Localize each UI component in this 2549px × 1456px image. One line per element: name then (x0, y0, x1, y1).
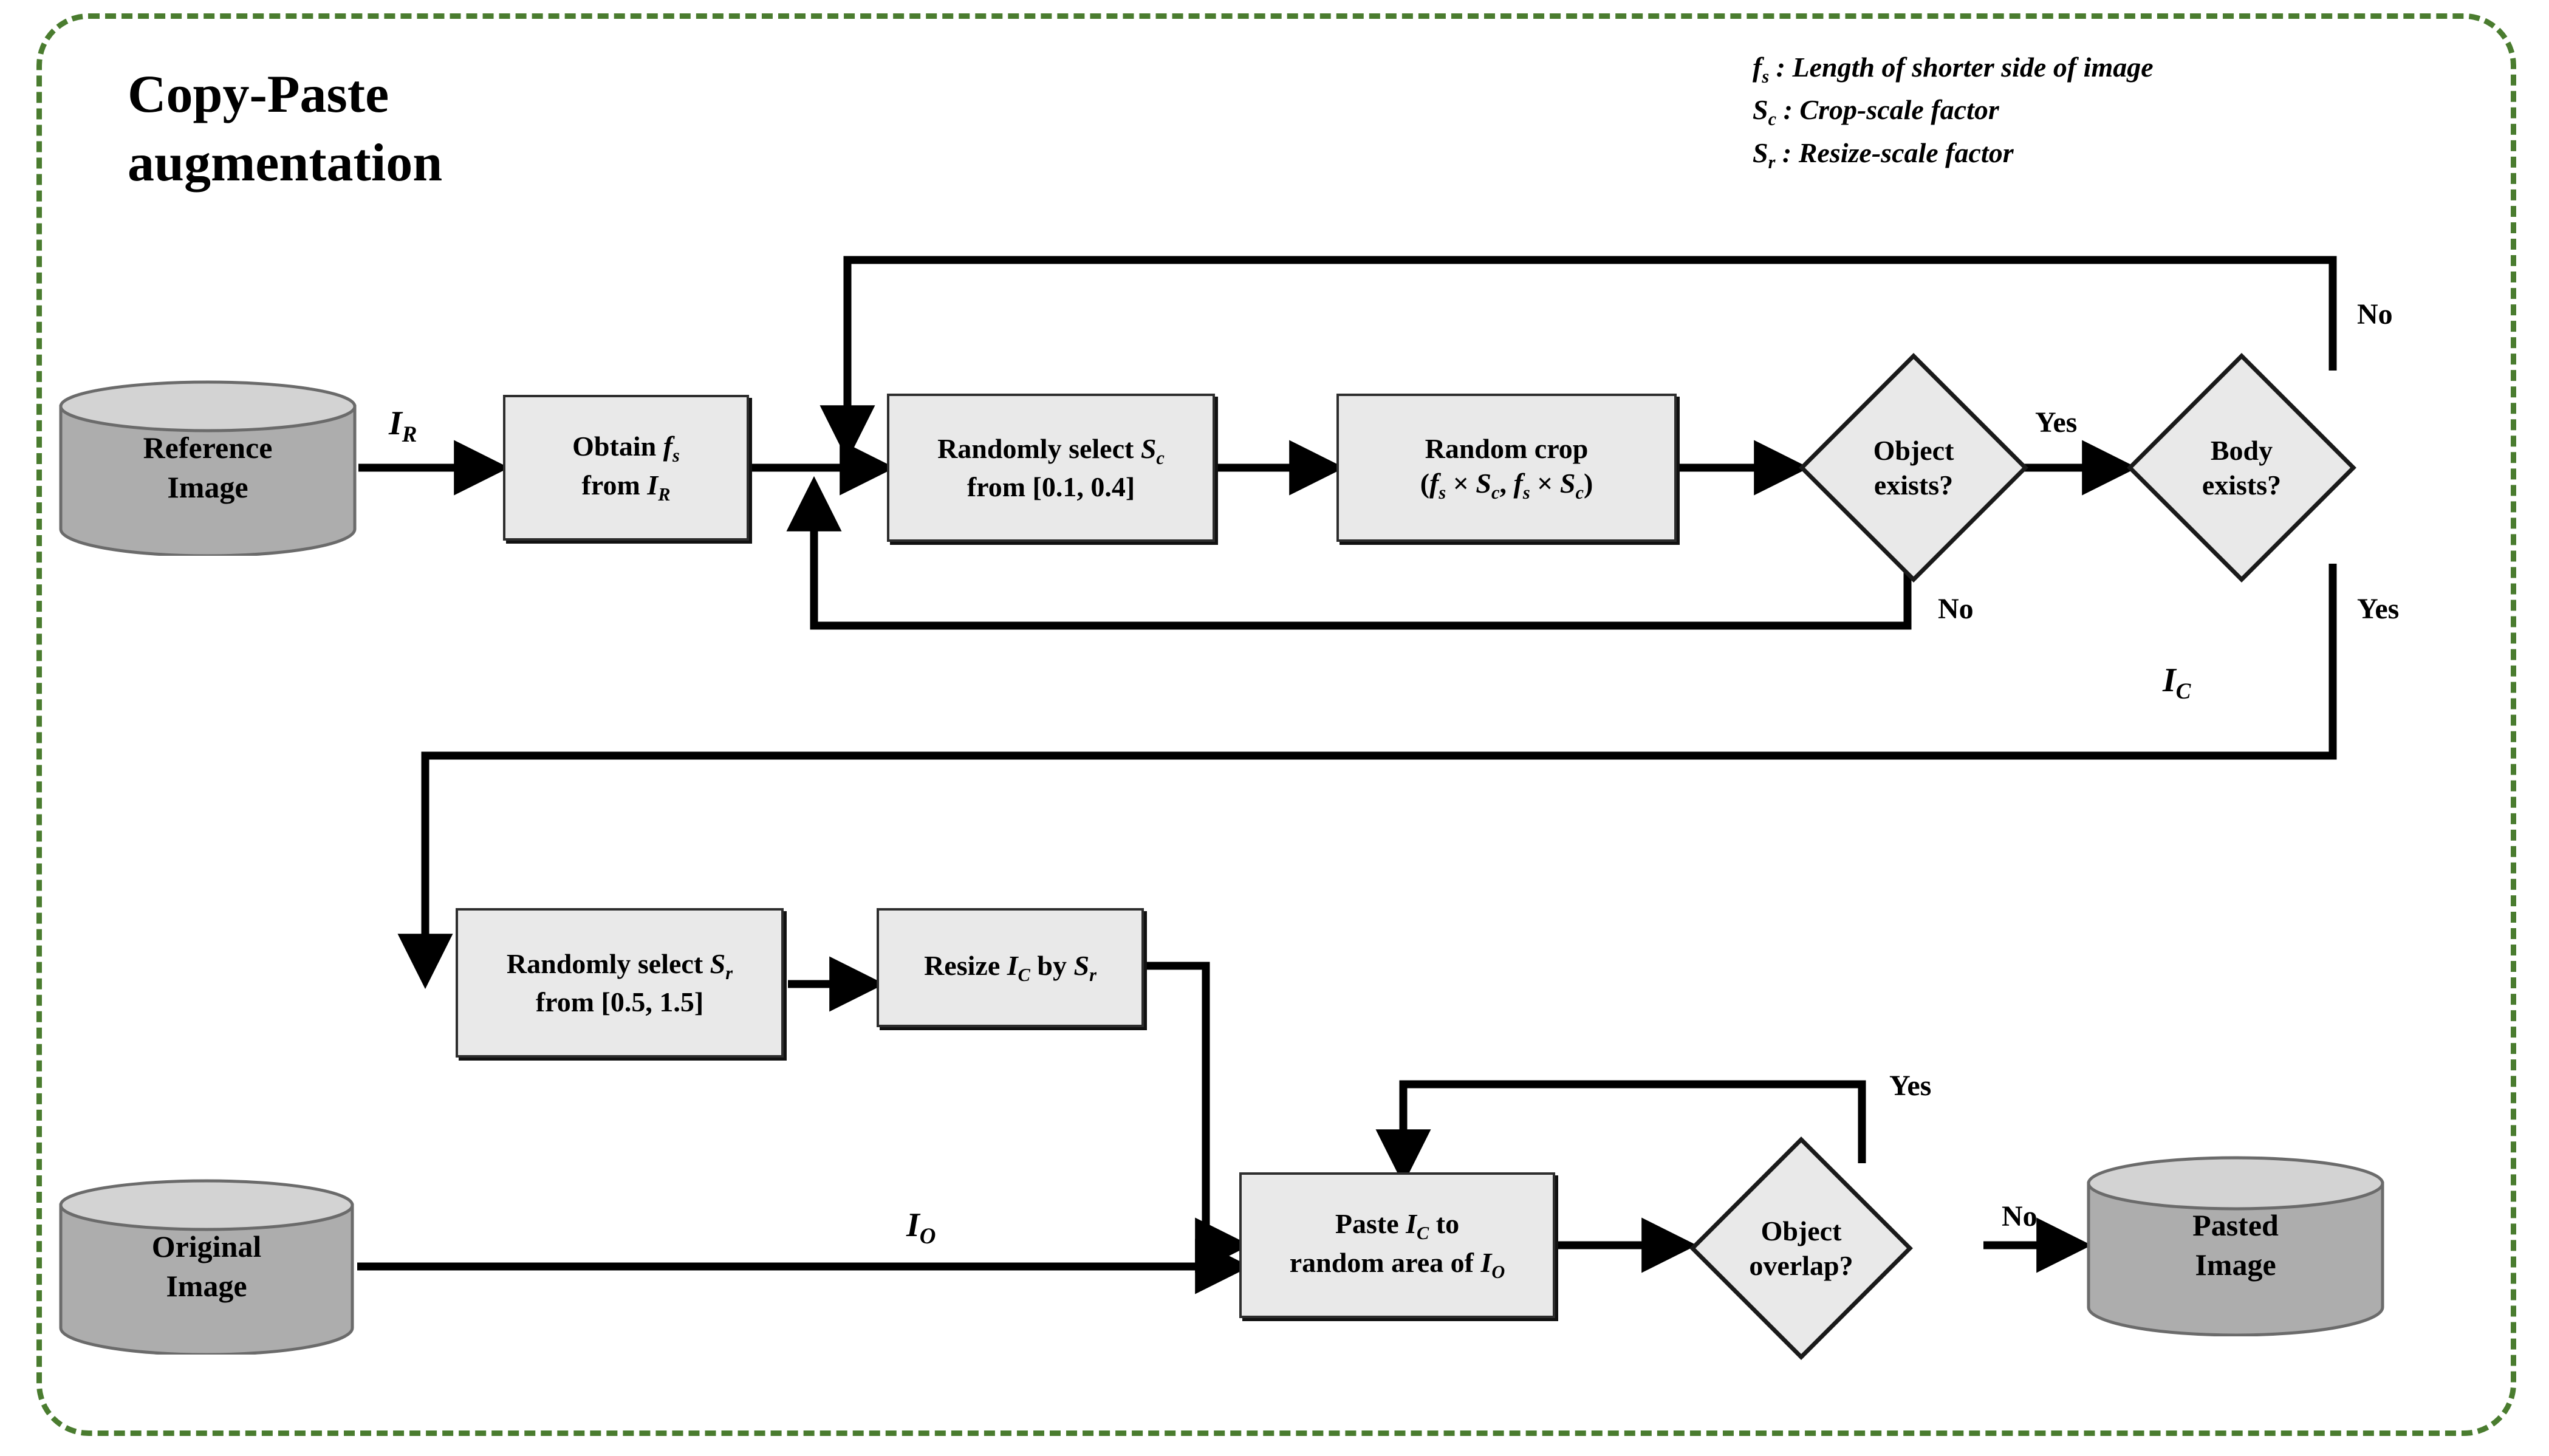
reference-image-line-2: Image (167, 470, 248, 504)
legend-subscript: s (1762, 66, 1770, 87)
select-sr-line-1: Randomly select Sr (506, 948, 733, 983)
body-exists-line-1: Body (2210, 434, 2273, 466)
obtain-fs-line-1: Obtain fs (572, 431, 680, 467)
legend-symbol: S (1753, 137, 1768, 168)
legend-description: Length of shorter side of image (1792, 52, 2154, 83)
node-paste-ic: Paste IC to random area of IO (1239, 1172, 1555, 1318)
object-overlap-line-1: Object (1760, 1215, 1842, 1246)
legend-description: Resize-scale factor (1798, 137, 2014, 168)
object-exists-line-1: Object (1873, 434, 1954, 466)
edge-label-body-exists-no: No (2357, 298, 2393, 330)
edge-label-object-exists-no: No (1938, 593, 1974, 625)
select-sc-line-1: Randomly select Sc (937, 432, 1165, 468)
dashed-frame-border (36, 13, 2516, 1436)
diamond-shape (1689, 1136, 1913, 1360)
random-crop-line-1: Random crop (1425, 432, 1589, 464)
body-exists-label: Body exists? (2126, 352, 2357, 583)
diamond-shape (1799, 353, 2028, 583)
node-pasted-image: Pasted Image (2084, 1154, 2387, 1337)
original-image-line-1: Original (151, 1229, 262, 1263)
paste-ic-line-1: Paste IC to (1335, 1208, 1460, 1244)
resize-ic-line-1: Resize IC by Sr (924, 950, 1097, 986)
legend-subscript: c (1768, 109, 1777, 130)
node-original-image: Original Image (56, 1178, 357, 1356)
edge-label-body-exists-yes: Yes (2357, 593, 2400, 625)
edge-label-object-overlap-yes: Yes (1889, 1070, 1932, 1102)
pasted-image-line-2: Image (2195, 1248, 2276, 1282)
legend-item-fs: fs : Length of shorter side of image (1753, 47, 2482, 90)
node-body-exists: Body exists? (2126, 352, 2357, 583)
object-overlap-line-2: overlap? (1749, 1250, 1853, 1281)
random-crop-line-2: (fs × Sc, fs × Sc) (1420, 467, 1593, 503)
legend: fs : Length of shorter side of image Sc … (1753, 47, 2482, 176)
edge-label-ic: IC (2163, 661, 2191, 704)
select-sr-line-2: from [0.5, 1.5] (535, 986, 704, 1018)
page-title: Copy-Paste augmentation (128, 61, 674, 197)
node-object-exists: Object exists? (1798, 352, 2029, 583)
object-exists-label: Object exists? (1798, 352, 2029, 583)
legend-description: Crop-scale factor (1799, 94, 1999, 126)
title-line-2: augmentation (128, 133, 443, 193)
node-select-sc: Randomly select Sc from [0.1, 0.4] (887, 394, 1215, 542)
cylinder-shape (59, 1179, 354, 1356)
original-image-label: Original Image (56, 1178, 357, 1355)
cylinder-shape (2087, 1156, 2384, 1337)
node-resize-ic: Resize IC by Sr (877, 908, 1144, 1027)
reference-image-line-1: Reference (143, 431, 273, 465)
pasted-image-line-1: Pasted (2192, 1208, 2279, 1242)
diamond-shape (2127, 353, 2356, 583)
obtain-fs-line-2: from IR (581, 470, 671, 505)
node-random-crop: Random crop (fs × Sc, fs × Sc) (1336, 394, 1677, 542)
pasted-image-label: Pasted Image (2084, 1154, 2387, 1336)
legend-symbol: S (1753, 94, 1768, 126)
title-line-1: Copy-Paste (128, 65, 389, 124)
select-sc-line-2: from [0.1, 0.4] (967, 471, 1135, 503)
cylinder-shape (59, 380, 357, 558)
body-exists-line-2: exists? (2202, 470, 2282, 501)
legend-separator: : (1776, 52, 1785, 83)
edge-label-io: IO (906, 1206, 936, 1249)
node-select-sr: Randomly select Sr from [0.5, 1.5] (456, 908, 784, 1058)
legend-item-sc: Sc : Crop-scale factor (1753, 90, 2482, 132)
legend-subscript: r (1768, 151, 1776, 173)
paste-ic-line-2: random area of IO (1289, 1247, 1505, 1283)
edge-label-object-exists-yes: Yes (2035, 406, 2078, 439)
legend-separator: : (1782, 137, 1792, 168)
legend-separator: : (1783, 94, 1793, 126)
node-obtain-fs: Obtain fs from IR (503, 395, 749, 541)
object-exists-line-2: exists? (1873, 470, 1954, 501)
node-object-overlap: Object overlap? (1689, 1136, 1914, 1361)
node-reference-image: Reference Image (56, 380, 360, 558)
legend-item-sr: Sr : Resize-scale factor (1753, 133, 2482, 176)
original-image-line-2: Image (166, 1269, 247, 1303)
legend-symbol: f (1753, 52, 1762, 83)
object-overlap-label: Object overlap? (1689, 1136, 1914, 1361)
edge-label-ir: IR (389, 405, 417, 447)
reference-image-label: Reference Image (56, 380, 360, 556)
edge-label-object-overlap-no: No (2002, 1200, 2037, 1232)
